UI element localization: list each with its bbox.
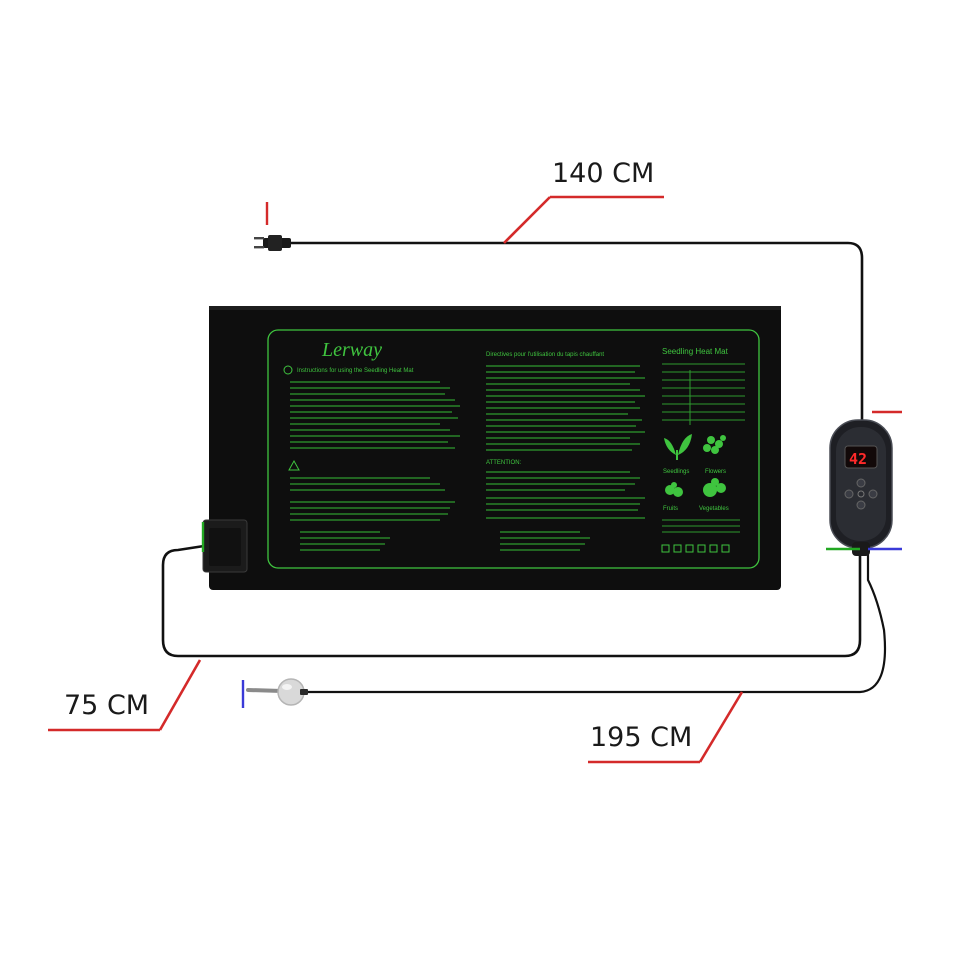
- power-plug-icon: [254, 235, 291, 251]
- dim-140-label: 140 CM: [552, 158, 654, 189]
- vegetables-label: Vegetables: [699, 506, 729, 512]
- flowers-label: Flowers: [705, 469, 726, 475]
- lcd-value: 42: [849, 450, 867, 468]
- fruits-label: Fruits: [663, 506, 678, 512]
- dim-75-label: 75 CM: [64, 690, 149, 721]
- controller-button-right: [868, 489, 878, 499]
- instruction-lines: [290, 381, 460, 449]
- certification-marks-icon: [661, 544, 730, 553]
- seedlings-label: Seedlings: [663, 469, 689, 475]
- controller-button-down: [856, 500, 866, 510]
- instructions-heading: Instructions for using the Seedling Heat…: [297, 368, 414, 374]
- seedlings-icon: [664, 434, 692, 460]
- temperature-table: [662, 363, 745, 425]
- dim-195-leader: [698, 691, 744, 763]
- dim-195-label: 195 CM: [590, 722, 692, 753]
- lcd-display: [844, 445, 878, 469]
- temperature-probe: [246, 678, 308, 706]
- french-heading: Directives pour l'utilisation du tapis c…: [486, 352, 604, 358]
- controller-button-left: [844, 489, 854, 499]
- fruits-icon: [665, 482, 683, 497]
- info-icon: [283, 365, 293, 375]
- mat-cable: [161, 544, 862, 658]
- power-cable: [290, 241, 864, 425]
- warning-icon: [288, 459, 300, 471]
- attention-label: ATTENTION:: [486, 460, 522, 466]
- dim-140-leader: [503, 196, 551, 244]
- dim-75-leader: [158, 659, 202, 731]
- controller-button-power: [857, 490, 865, 498]
- heat-mat: Lerway Instructions for using the Seedli…: [202, 306, 781, 590]
- thermostat-controller: 42: [829, 419, 893, 556]
- vegetables-icon: [703, 478, 726, 497]
- probe-cable: [300, 545, 887, 694]
- brand-logo: Lerway: [321, 339, 382, 361]
- mat-title: Seedling Heat Mat: [662, 347, 729, 356]
- flowers-icon: [703, 435, 726, 454]
- controller-button-up: [856, 478, 866, 488]
